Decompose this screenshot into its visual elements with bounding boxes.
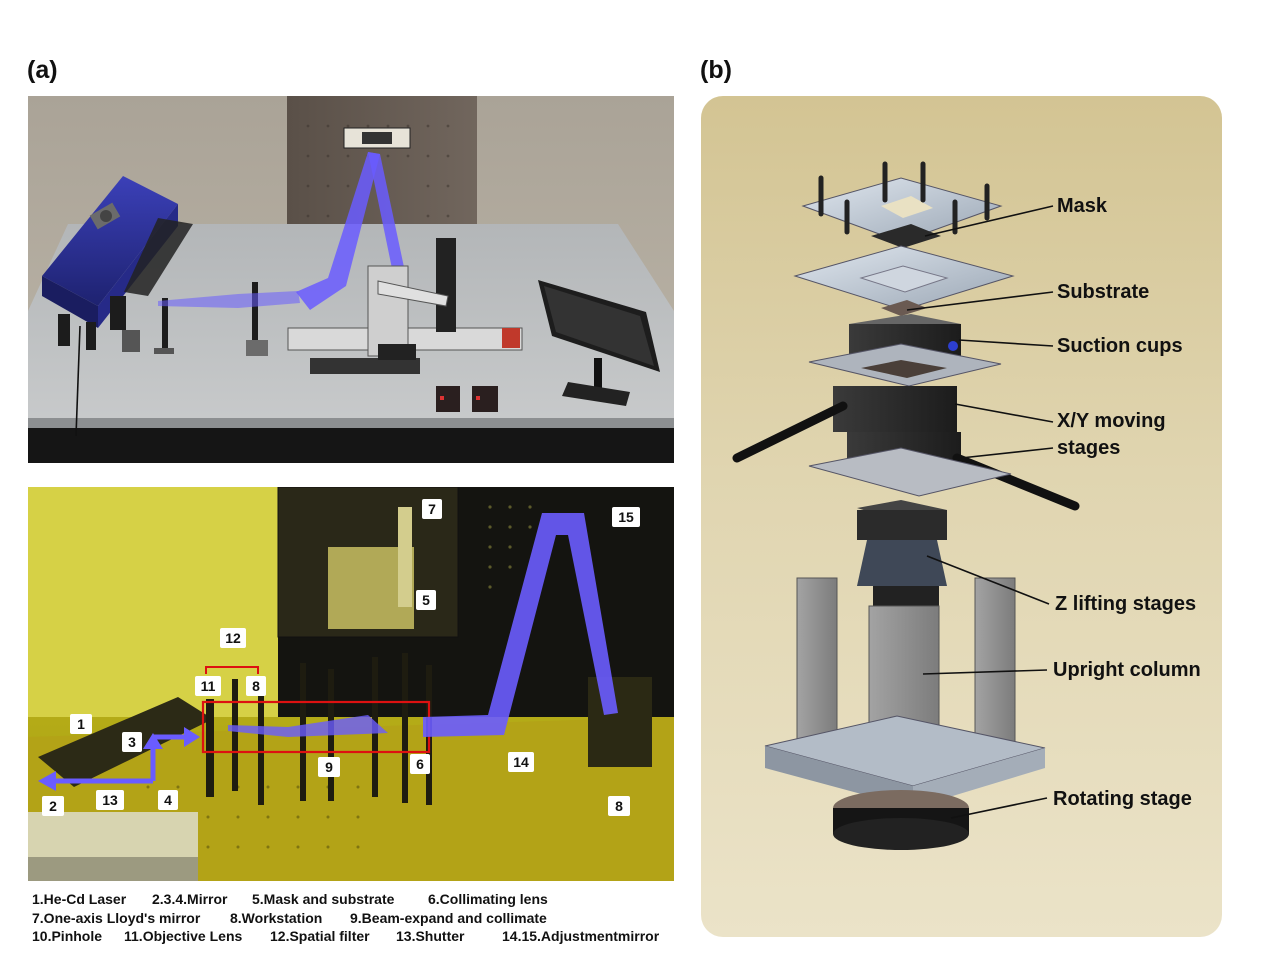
- tag-7: 7: [428, 501, 436, 517]
- tag-3: 3: [128, 734, 136, 750]
- z-lifting-stage: [857, 500, 947, 606]
- lab-beam: [423, 513, 618, 737]
- callout-rotating-stage: Rotating stage: [1053, 788, 1192, 810]
- tag-6: 6: [416, 756, 424, 772]
- monitor: [538, 280, 660, 406]
- tag-4: 4: [164, 792, 172, 808]
- callout-xy-line1: X/Y moving: [1057, 410, 1166, 432]
- legend-item: 8.Workstation: [230, 909, 323, 926]
- tag-8-small: 8: [252, 678, 260, 694]
- mask-assembly: [801, 161, 1003, 248]
- laser-beam: [296, 152, 380, 310]
- tag-9: 9: [325, 759, 333, 775]
- tag-1: 1: [77, 716, 85, 732]
- legend-row-3: 10.Pinhole 11.Objective Lens 12.Spatial …: [32, 927, 692, 946]
- callout-lines: [906, 205, 1054, 819]
- panel-a-label: (a): [27, 56, 58, 84]
- number-tags: 1 2 3 4 5 6 7 8 8 9 11 12 13 14 15: [42, 499, 640, 816]
- legend-row-2: 7.One-axis Lloyd's mirror 8.Workstation …: [32, 909, 692, 928]
- tag-14: 14: [513, 754, 529, 770]
- expanded-beam: [228, 715, 388, 737]
- rendered-setup-image: [28, 96, 674, 463]
- tag-2: 2: [49, 798, 57, 814]
- legend-item: 14.15.Adjustmentmirror: [502, 928, 660, 944]
- legend-row-1: 1.He-Cd Laser 2.3.4.Mirror 5.Mask and su…: [32, 890, 692, 909]
- xy-moving-stages: [732, 386, 1080, 511]
- legend-item: 13.Shutter: [396, 928, 465, 944]
- beam-arrows: [38, 727, 200, 791]
- figure-legend: 1.He-Cd Laser 2.3.4.Mirror 5.Mask and su…: [32, 890, 692, 946]
- legend-item: 6.Collimating lens: [428, 891, 548, 907]
- legend-item: 1.He-Cd Laser: [32, 891, 127, 907]
- callout-suction-cups: Suction cups: [1057, 335, 1183, 357]
- legend-item: 10.Pinhole: [32, 928, 103, 944]
- callout-xy-line2: stages: [1057, 437, 1120, 459]
- legend-item: 7.One-axis Lloyd's mirror: [32, 909, 201, 926]
- tag-5: 5: [422, 592, 430, 608]
- legend-item: 2.3.4.Mirror: [152, 891, 228, 907]
- legend-item: 11.Objective Lens: [124, 928, 243, 944]
- callout-substrate: Substrate: [1057, 281, 1149, 303]
- lab-setup-photo: 1 2 3 4 5 6 7 8 8 9 11 12 13 14 15: [28, 487, 674, 881]
- panel-b-label: (b): [700, 56, 732, 84]
- tag-11: 11: [201, 678, 216, 694]
- legend-item: 9.Beam-expand and collimate: [350, 909, 547, 926]
- callout-z-lifting: Z lifting stages: [1055, 593, 1196, 615]
- legend-item: 5.Mask and substrate: [252, 891, 395, 907]
- tag-13: 13: [102, 792, 118, 808]
- optics-components: [58, 282, 268, 356]
- rotating-stage: [833, 790, 969, 850]
- tag-15: 15: [618, 509, 634, 525]
- legend-item: 12.Spatial filter: [270, 928, 370, 944]
- tag-12: 12: [225, 630, 241, 646]
- callout-mask: Mask: [1057, 195, 1108, 217]
- substrate: [881, 300, 927, 316]
- exploded-view-panel: Mask Substrate Suction cups X/Y moving s…: [701, 96, 1222, 937]
- callout-upright-column: Upright column: [1053, 659, 1201, 681]
- tag-8: 8: [615, 798, 623, 814]
- workstation: [287, 238, 523, 374]
